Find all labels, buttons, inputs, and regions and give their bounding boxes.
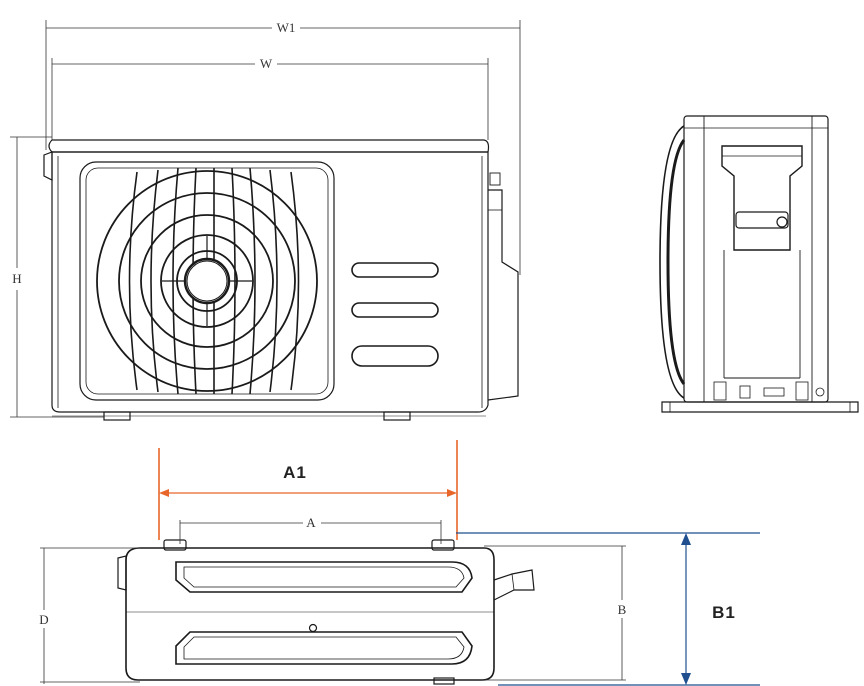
- side-grille-bulge: [659, 125, 685, 399]
- front-view: [43, 139, 519, 421]
- louver-slot-3: [351, 345, 439, 367]
- fan-hub: [183, 257, 231, 305]
- fan-grille-rings: [96, 170, 318, 392]
- top-panel-upper: [175, 561, 473, 593]
- label-h: H: [12, 271, 21, 286]
- label-a: A: [306, 515, 316, 530]
- top-pipe-connector: [493, 569, 535, 601]
- side-valve-cover: [721, 145, 803, 251]
- front-top-cap: [48, 139, 490, 153]
- top-foot-left: [163, 539, 187, 551]
- top-body: [125, 547, 495, 681]
- label-b: B: [618, 602, 627, 617]
- label-w1: W1: [277, 20, 296, 35]
- b1-dimension: [456, 532, 760, 686]
- a1-dimension: [158, 440, 458, 540]
- label-a1: A1: [283, 463, 307, 482]
- louver-slot-2: [351, 302, 439, 318]
- front-left-tab: [43, 151, 53, 181]
- top-foot-right: [431, 539, 455, 551]
- fan-grille-frame: [79, 161, 335, 401]
- top-center-hole: [308, 623, 318, 633]
- label-w: W: [260, 56, 273, 71]
- side-view: [659, 115, 859, 413]
- top-view: [117, 539, 535, 685]
- side-base-plate: [661, 401, 859, 413]
- front-right-valve-box: [487, 189, 519, 401]
- louver-slot-1: [351, 262, 439, 278]
- label-d: D: [39, 612, 48, 627]
- top-panel-lower: [175, 631, 473, 665]
- front-dimensions: [10, 20, 521, 418]
- top-dimensions: [40, 520, 626, 684]
- front-body: [51, 151, 489, 413]
- side-body: [683, 115, 829, 403]
- label-b1: B1: [712, 603, 736, 622]
